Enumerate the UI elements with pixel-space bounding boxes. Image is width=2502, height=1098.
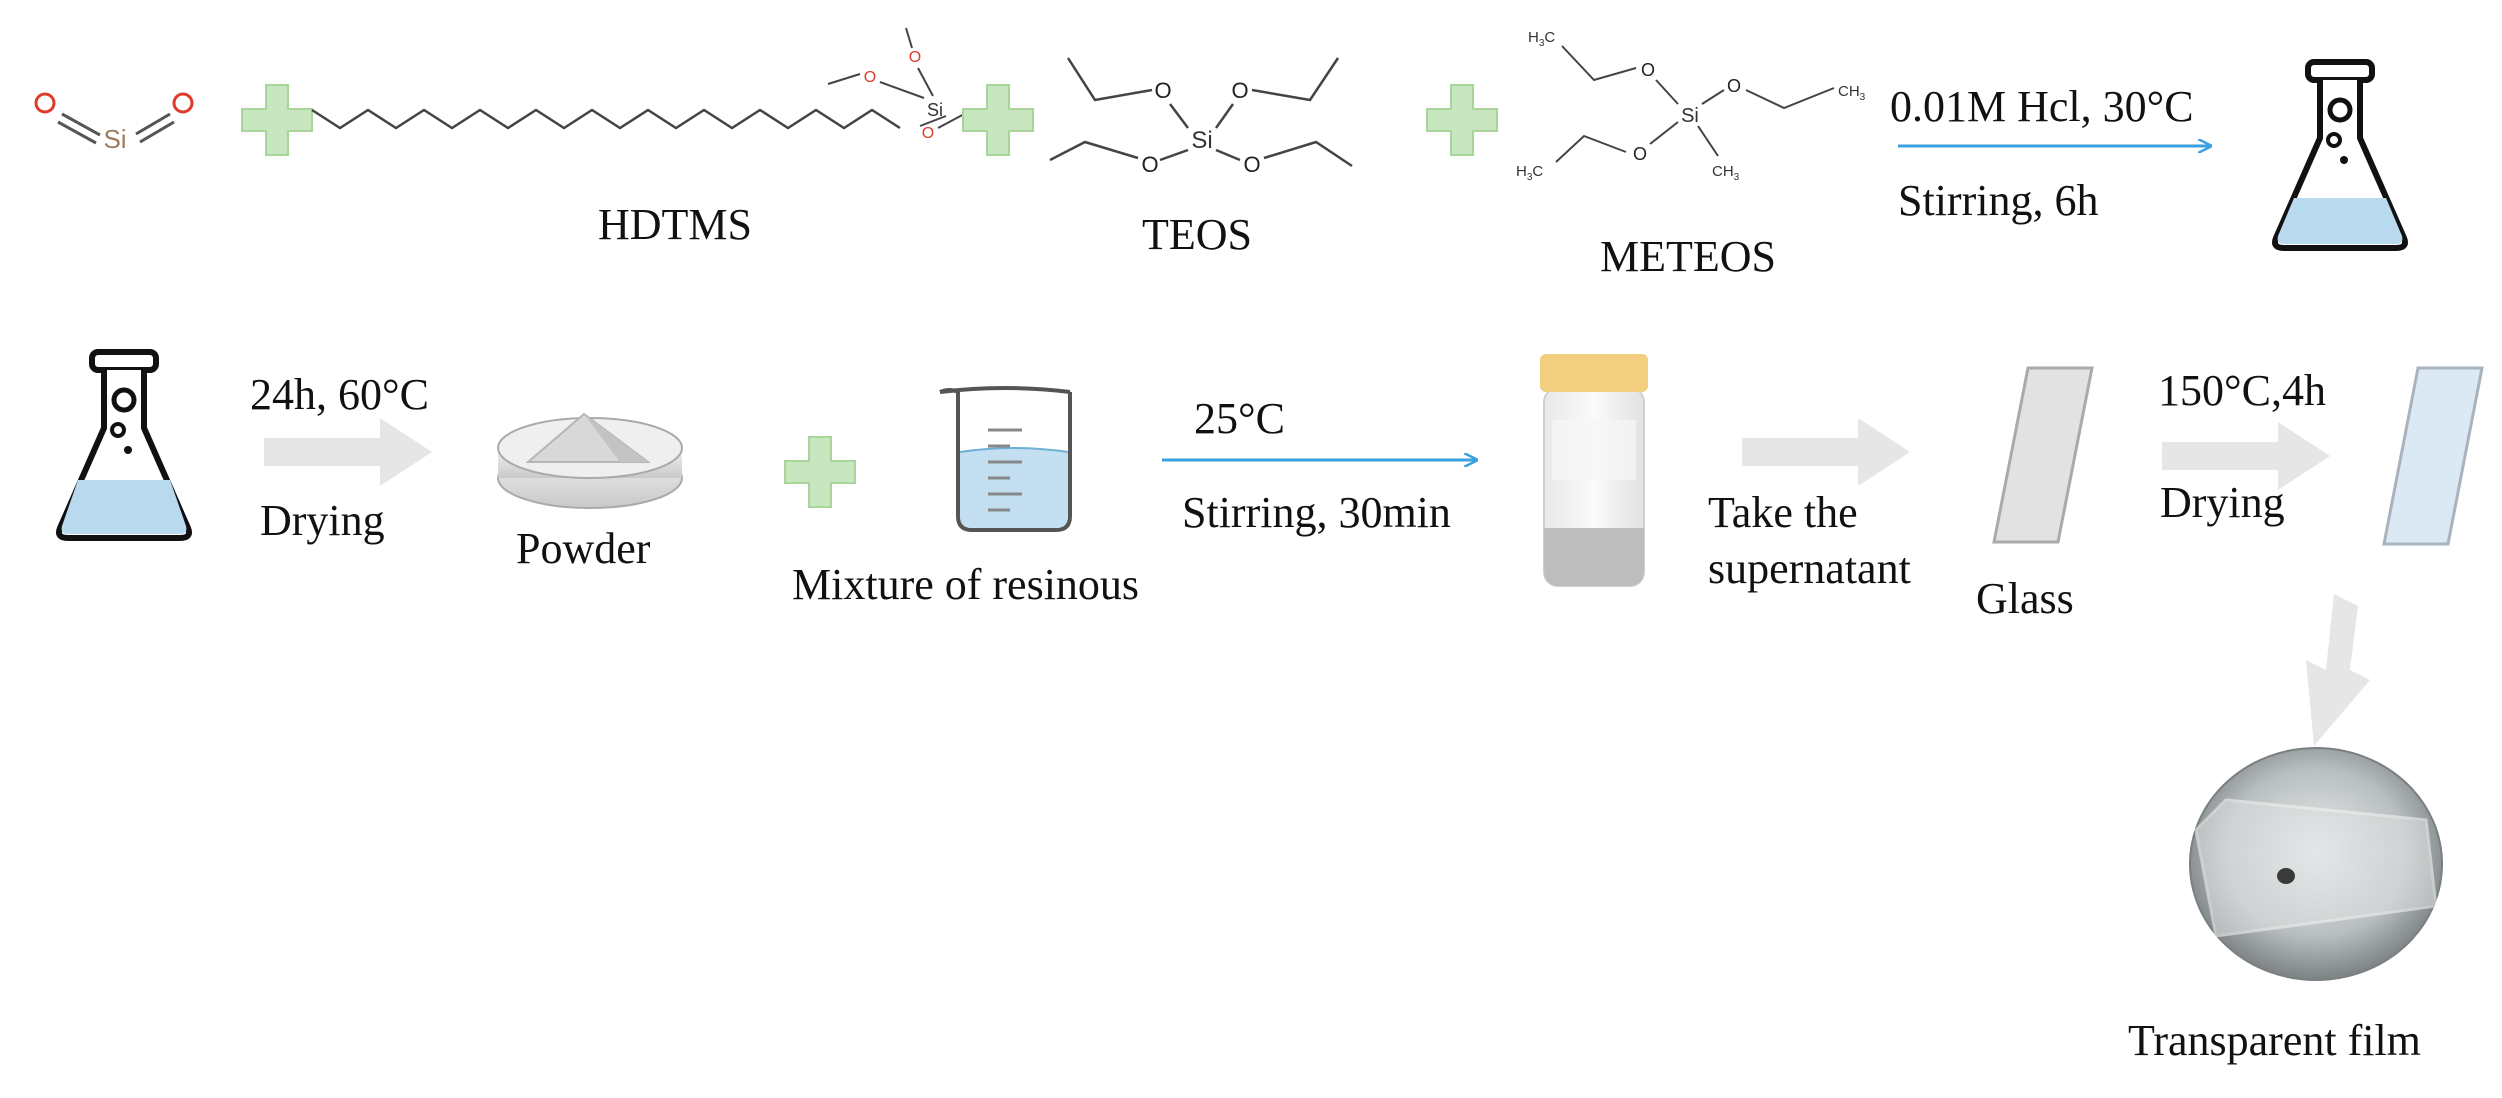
supernatant-label-line2: supernatant [1708,544,1911,593]
svg-text:O: O [1154,78,1171,103]
drying2-condition-top: 150°C,4h [2158,366,2326,415]
oxygen-atom-right [172,92,194,114]
transparent-film-label: Transparent film [2128,1016,2421,1065]
svg-text:O: O [1633,144,1647,164]
plus-icon [1426,84,1498,156]
svg-text:O: O [1231,78,1248,103]
process-arrow-supernatant [1742,418,1910,486]
oxygen-atom-left [34,92,56,114]
sio2-molecule: Si [34,92,194,154]
glass-slide-icon [1992,366,2094,544]
drying-condition-bottom: Drying [260,496,385,545]
silicon-symbol: Si [103,124,126,154]
svg-text:CH3: CH3 [1712,163,1740,183]
centrifuge-tube-icon [1540,354,1648,587]
flask-icon [56,349,192,541]
process-arrow-to-film [2306,594,2370,746]
process-arrow-drying-2 [2162,422,2330,490]
reaction-condition-bottom: Stirring, 6h [1898,176,2099,225]
beaker-icon [939,386,1072,532]
plus-icon [784,436,856,508]
svg-text:O: O [922,125,934,142]
powder-label: Powder [516,524,651,573]
drying-condition-top: 24h, 60°C [250,370,429,419]
stir-condition-top: 25°C [1194,394,1285,443]
svg-text:O: O [1141,152,1158,177]
transparent-film-photo [2189,747,2443,981]
svg-text:O: O [909,49,921,66]
powder-dish-icon [497,412,683,509]
plus-icon [962,84,1034,156]
hdtms-structure: Si O O O [311,27,969,142]
meteos-structure: Si O H3C O CH3 O H3C CH3 [1516,29,1866,183]
svg-text:O: O [1727,76,1741,96]
hdtms-label: HDTMS [598,200,753,249]
teos-structure: Si O O O O [1049,57,1353,177]
reaction-condition-top: 0.01M Hcl, 30°C [1890,82,2194,131]
stir-condition-bottom: Stirring, 30min [1182,488,1451,537]
svg-text:CH3: CH3 [1838,83,1866,103]
teos-label: TEOS [1142,210,1252,259]
svg-text:O: O [1243,152,1260,177]
glass-label: Glass [1976,574,2074,623]
svg-text:H3C: H3C [1516,163,1543,183]
svg-text:O: O [864,69,876,86]
svg-text:Si: Si [1191,127,1212,154]
meteos-label: METEOS [1600,232,1776,281]
drying2-condition-bottom: Drying [2160,478,2285,527]
hdtms-si: Si [927,100,943,120]
process-arrow-drying-1 [264,418,432,486]
plus-icon [241,84,313,156]
supernatant-label-line1: Take the [1708,488,1858,537]
svg-text:O: O [1641,60,1655,80]
resin-mixture-label: Mixture of resinous [792,560,1140,609]
flask-icon [2272,59,2408,251]
svg-text:Si: Si [1681,105,1699,127]
svg-text:H3C: H3C [1528,29,1555,49]
coated-slide-icon [2382,366,2484,546]
